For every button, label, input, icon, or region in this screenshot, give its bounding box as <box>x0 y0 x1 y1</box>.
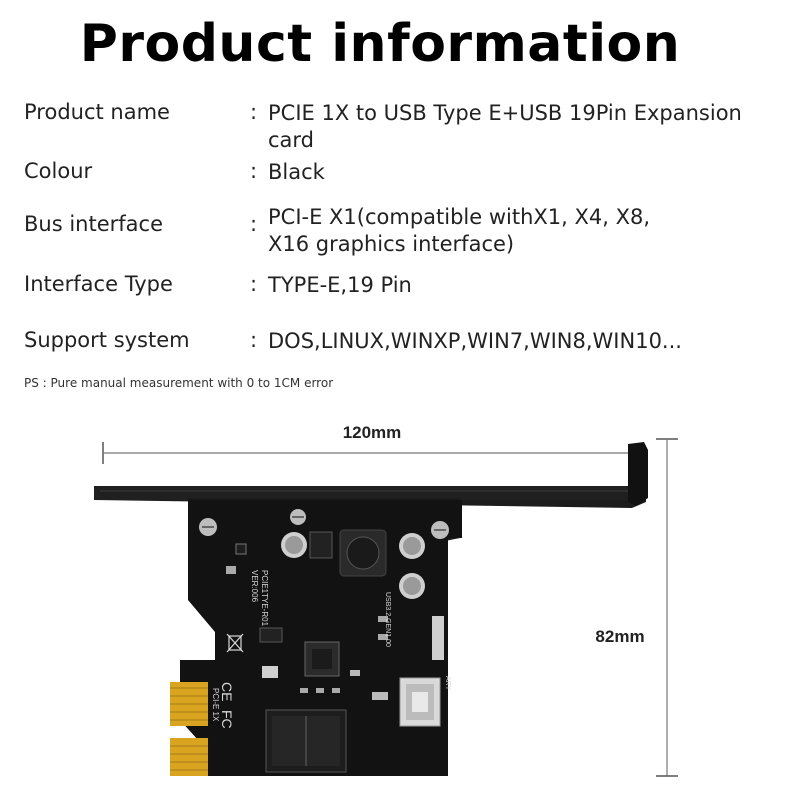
height-label: 82mm <box>595 627 644 646</box>
spec-value: TYPE-E,19 Pin <box>268 273 412 297</box>
gold-finger-connector <box>170 682 208 776</box>
spec-colon: : <box>250 328 258 352</box>
product-photo: 120mm 82mm <box>94 423 678 777</box>
spec-colon: : <box>250 212 258 236</box>
silk-model: PCIE1TYE-R01 <box>260 570 269 627</box>
weee-bin-icon <box>226 633 244 653</box>
spec-colon: : <box>250 100 258 124</box>
spec-value: PCIE 1X to USB Type E+USB 19Pin Expansio… <box>268 101 742 152</box>
spec-colon: : <box>250 159 258 183</box>
spec-label: Support system <box>24 328 190 352</box>
fc-mark-icon: FC <box>219 710 235 729</box>
spec-label: Colour <box>24 159 93 183</box>
height-dimension: 82mm <box>595 438 678 777</box>
ce-mark-icon: CE <box>219 682 235 701</box>
silk-usb: USB3.2 GEN1 00 <box>384 592 391 647</box>
spec-label: Product name <box>24 100 170 124</box>
spec-label: Interface Type <box>24 272 173 296</box>
page-title: Product information <box>79 14 681 74</box>
svg-text:FC: FC <box>219 710 235 729</box>
width-label: 120mm <box>343 423 402 442</box>
silk-side: ARY <box>444 676 451 691</box>
pcb-board: PCIE1TYE-R01 VER:006 USB3.2 GEN1 00 PCI-… <box>180 500 462 776</box>
width-dimension: 120mm <box>102 423 630 464</box>
spec-value: DOS,LINUX,WINXP,WIN7,WIN8,WIN10... <box>268 329 682 353</box>
spec-label: Bus interface <box>24 212 163 236</box>
bracket <box>94 442 648 542</box>
silk-ver: VER:006 <box>250 570 259 603</box>
spec-value: PCI-E X1(compatible withX1, X4, X8, X16 … <box>268 205 651 256</box>
spec-value: Black <box>268 160 325 184</box>
svg-text:CE: CE <box>219 682 235 701</box>
spec-colon: : <box>250 272 258 296</box>
measurement-note: PS : Pure manual measurement with 0 to 1… <box>24 376 334 390</box>
silk-pcie: PCI-E 1X <box>211 688 220 722</box>
